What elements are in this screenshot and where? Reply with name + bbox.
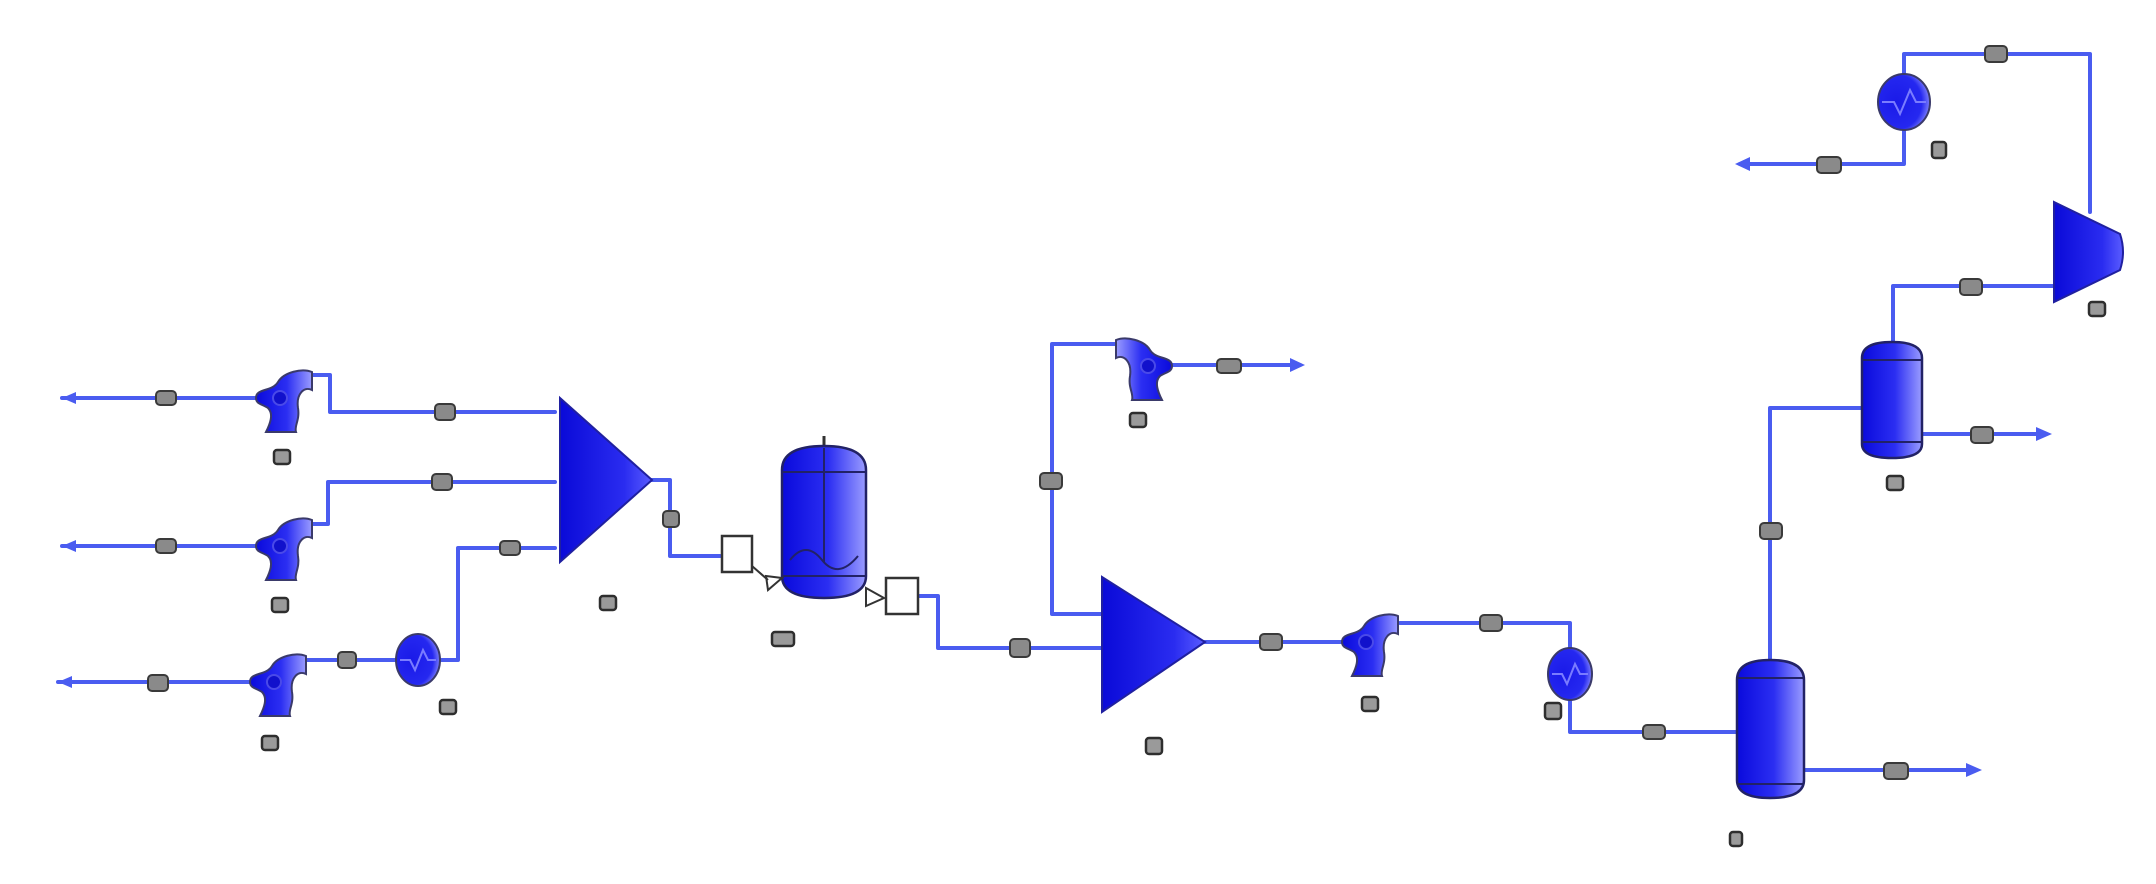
unit-tag-pump-2[interactable] [270, 596, 290, 614]
stream-pump1-to-mixer1[interactable] [308, 373, 557, 414]
mixer-icon [559, 395, 654, 565]
unit-tag-heater-3[interactable] [1930, 140, 1948, 160]
stream-tag[interactable] [1479, 614, 1503, 632]
stream-tags [147, 45, 2008, 780]
heat-exchanger-icon [1547, 647, 1593, 701]
stream-pump5-to-heater2[interactable] [1398, 621, 1572, 657]
stream-compressor-to-heater3[interactable] [1902, 52, 2092, 214]
feed-3-arrow-icon [58, 676, 72, 688]
stream-tag[interactable] [155, 538, 177, 554]
port-arrow-icon [865, 586, 887, 608]
pump-3[interactable] [248, 653, 307, 717]
pump-2[interactable] [254, 517, 313, 581]
unit-tag-pump-1[interactable] [272, 448, 292, 466]
compressor-icon [2053, 200, 2124, 304]
unit-tag-compressor-1[interactable] [2087, 300, 2107, 318]
flash-drum-1[interactable] [1735, 658, 1806, 800]
unit-tag-pump-4[interactable] [1128, 411, 1148, 429]
pump-icon [254, 517, 313, 581]
reactor-inlet-port[interactable] [720, 534, 785, 592]
reactor-vessel-icon [780, 436, 868, 600]
stream-heater1-to-mixer1[interactable] [433, 546, 557, 662]
stream-drum2-top-to-compressor[interactable] [1891, 284, 2057, 344]
pump-1[interactable] [254, 369, 313, 433]
unit-tag-heater-2[interactable] [1543, 701, 1563, 721]
stream-tag[interactable] [147, 674, 169, 692]
stream-drum1-top-to-drum2[interactable] [1768, 406, 1864, 662]
mixer-2[interactable] [1101, 575, 1207, 714]
unit-tag-mixer-1[interactable] [598, 594, 618, 612]
heater3-outlet-arrow-icon [1735, 157, 1750, 171]
stream-tag[interactable] [434, 403, 456, 421]
unit-tag-reactor-1[interactable] [770, 630, 796, 648]
stream-mixer1-to-reactor[interactable] [648, 478, 722, 558]
stream-tag[interactable] [1984, 45, 2008, 63]
unit-tag-pump-5[interactable] [1360, 695, 1380, 713]
stream-tag[interactable] [1216, 358, 1242, 374]
stream-tag[interactable] [431, 473, 453, 491]
unit-tag-flash-drum-2[interactable] [1885, 474, 1905, 492]
port-box-icon [720, 534, 754, 574]
stream-tag[interactable] [1642, 724, 1666, 740]
pump-icon [1115, 337, 1174, 401]
stream-tag[interactable] [1759, 522, 1783, 540]
stream-tag[interactable] [1259, 633, 1283, 651]
stream-arrowheads [58, 157, 2052, 777]
mixer-1[interactable] [559, 395, 654, 565]
port-box-icon [884, 576, 920, 616]
stream-tag[interactable] [1009, 638, 1031, 658]
stream-tag[interactable] [1959, 278, 1983, 296]
unit-tag-heater-1[interactable] [438, 698, 458, 716]
drum2-outlet-arrow-icon [2036, 427, 2052, 441]
unit-tags [260, 140, 2107, 848]
flash-drum-2[interactable] [1860, 340, 1924, 460]
stream-tag[interactable] [1039, 472, 1063, 490]
drum1-outlet-arrow-icon [1966, 763, 1982, 777]
heat-exchanger-icon [1877, 73, 1931, 131]
stream-tag[interactable] [1816, 156, 1842, 174]
compressor-1[interactable] [2053, 200, 2124, 304]
pump-icon [1340, 613, 1399, 677]
unit-tag-mixer-2[interactable] [1144, 736, 1164, 756]
unit-tag-pump-3[interactable] [260, 734, 280, 752]
flash-drum-icon [1860, 340, 1924, 460]
reactor-1[interactable] [780, 436, 868, 600]
stream-tag[interactable] [662, 510, 680, 528]
pump-icon [248, 653, 307, 717]
pump-icon [254, 369, 313, 433]
unit-tag-flash-drum-1[interactable] [1728, 830, 1744, 848]
heater-3[interactable] [1877, 73, 1931, 131]
port-arrow-icon [764, 574, 785, 592]
pump4-outlet-arrow-icon [1290, 358, 1305, 372]
stream-heater3-outlet[interactable] [1738, 118, 1906, 166]
heater-1[interactable] [395, 633, 441, 687]
feed-1-arrow-icon [62, 392, 76, 404]
pump-4[interactable] [1115, 337, 1174, 401]
stream-lines [56, 52, 2092, 772]
mixer-icon [1101, 575, 1207, 714]
stream-heater2-to-drum1[interactable] [1568, 693, 1738, 734]
stream-tag[interactable] [1970, 426, 1994, 444]
stream-tag[interactable] [155, 390, 177, 406]
stream-tag[interactable] [337, 651, 357, 669]
reactor-outlet-port[interactable] [865, 576, 920, 616]
stream-tag[interactable] [1883, 762, 1909, 780]
flash-drum-icon [1735, 658, 1806, 800]
heater-2[interactable] [1547, 647, 1593, 701]
heat-exchanger-icon [395, 633, 441, 687]
feed-2-arrow-icon [62, 540, 76, 552]
pump-5[interactable] [1340, 613, 1399, 677]
stream-tag[interactable] [499, 540, 521, 556]
